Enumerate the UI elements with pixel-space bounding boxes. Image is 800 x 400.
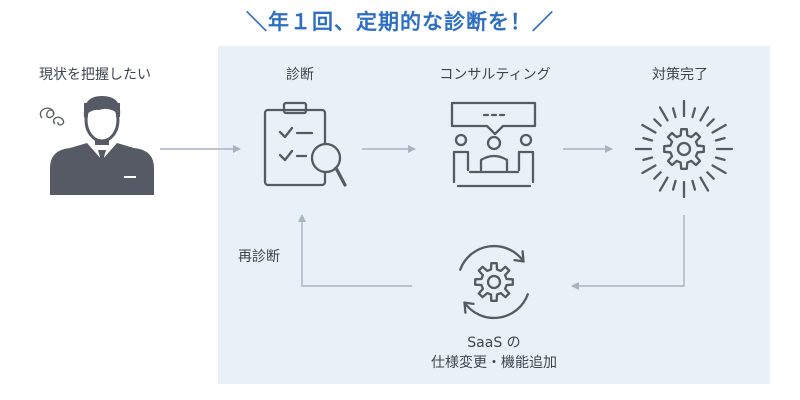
label-consulting: コンサルティング (439, 67, 551, 83)
label-diagnosis: 診断 (286, 67, 314, 83)
label-completion: 対策完了 (652, 67, 708, 83)
saas-caption-line1: SaaS の (467, 335, 521, 351)
gear-cycle-icon (459, 244, 529, 320)
label-rediagnosis: 再診断 (238, 249, 280, 265)
gear-burst-rays (634, 99, 734, 199)
headline: ＼年１回、定期的な診断を！／ (246, 10, 554, 34)
label-current-state: 現状を把握したい (39, 67, 151, 83)
gear-burst-icon (663, 128, 705, 170)
saas-caption: SaaS の 仕様変更・機能追加 (400, 333, 588, 373)
meeting-discussion-icon (450, 101, 537, 188)
arrow-saas-to-diagnosis (298, 214, 412, 287)
worried-person-icon (39, 96, 154, 195)
clipboard-magnifier-icon (263, 101, 347, 187)
arrow-completion-to-saas (571, 215, 685, 290)
saas-caption-line2: 仕様変更・機能追加 (431, 355, 557, 371)
